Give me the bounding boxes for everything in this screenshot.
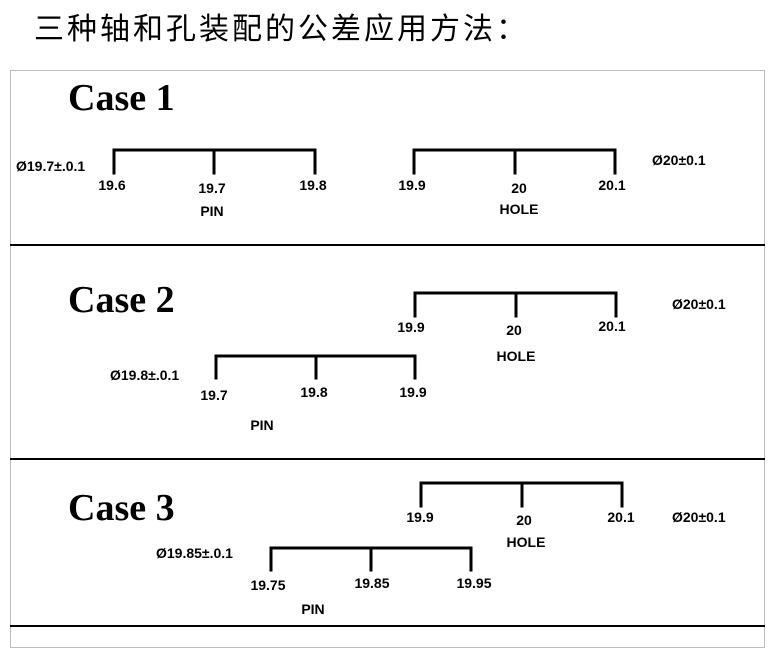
case-2-title: Case 2 — [68, 279, 175, 321]
case-2-pin-label: PIN — [250, 417, 273, 433]
case-1-hole: Ø20±0.1 19.9 20 20.1 HOLE — [398, 148, 706, 217]
case-1: Case 1 Ø19.7±.0.1 19.6 19.7 19.8 PIN Ø20… — [16, 77, 706, 219]
case-3: Case 3 Ø20±0.1 19.9 20 20.1 HOLE Ø19.85±… — [68, 481, 726, 617]
case-1-pin: Ø19.7±.0.1 19.6 19.7 19.8 PIN — [16, 148, 327, 219]
case-1-pin-tick-nom: 19.7 — [198, 180, 225, 196]
case-3-hole: Ø20±0.1 19.9 20 20.1 HOLE — [406, 481, 726, 550]
case-1-title: Case 1 — [68, 77, 175, 119]
case-3-pin: Ø19.85±.0.1 19.75 19.85 19.95 PIN — [156, 545, 492, 617]
case-1-pin-tick-high: 19.8 — [299, 177, 326, 193]
case-2-pin-tick-nom: 19.8 — [300, 384, 327, 400]
page-title: 三种轴和孔装配的公差应用方法： — [34, 12, 529, 47]
case-2-pin: Ø19.8±.0.1 19.7 19.8 19.9 PIN — [110, 354, 427, 433]
case-1-hole-tick-high: 20.1 — [598, 177, 625, 193]
case-2-hole-tick-nom: 20 — [506, 322, 522, 338]
case-1-hole-tick-nom: 20 — [511, 180, 527, 196]
case-3-pin-spec: Ø19.85±.0.1 — [156, 545, 233, 561]
case-1-hole-bracket — [412, 148, 617, 175]
case-1-hole-label: HOLE — [500, 201, 539, 217]
case-3-hole-tick-low: 19.9 — [406, 509, 433, 525]
case-2-hole-spec: Ø20±0.1 — [672, 296, 726, 312]
case-1-pin-label: PIN — [200, 203, 223, 219]
case-2-hole-bracket — [413, 291, 618, 318]
case-2-hole: Ø20±0.1 19.9 20 20.1 HOLE — [397, 291, 726, 364]
case-2-hole-tick-low: 19.9 — [397, 319, 424, 335]
case-2-hole-label: HOLE — [497, 348, 536, 364]
case-3-pin-tick-low: 19.75 — [250, 577, 285, 593]
case-1-pin-spec: Ø19.7±.0.1 — [16, 158, 85, 174]
case-3-hole-tick-high: 20.1 — [607, 509, 634, 525]
case-3-hole-spec: Ø20±0.1 — [672, 509, 726, 525]
case-3-title: Case 3 — [68, 487, 175, 529]
case-1-pin-bracket — [112, 148, 317, 175]
case-3-hole-tick-nom: 20 — [516, 512, 532, 528]
case-3-hole-bracket — [419, 481, 624, 508]
case-1-hole-tick-low: 19.9 — [398, 177, 425, 193]
diagram-frame — [10, 70, 765, 648]
case-2-pin-spec: Ø19.8±.0.1 — [110, 367, 179, 383]
case-3-pin-bracket — [269, 546, 473, 572]
case-3-hole-label: HOLE — [507, 534, 546, 550]
case-1-hole-spec: Ø20±0.1 — [652, 152, 706, 168]
case-3-pin-tick-high: 19.95 — [456, 575, 491, 591]
case-2-hole-tick-high: 20.1 — [598, 318, 625, 334]
case-3-pin-tick-nom: 19.85 — [354, 575, 389, 591]
case-2-pin-tick-high: 19.9 — [399, 384, 426, 400]
case-2-pin-bracket — [214, 354, 417, 380]
case-3-pin-label: PIN — [301, 601, 324, 617]
case-1-pin-tick-low: 19.6 — [98, 177, 125, 193]
case-2-pin-tick-low: 19.7 — [200, 387, 227, 403]
case-2: Case 2 Ø20±0.1 19.9 20 20.1 HOLE Ø19.8±.… — [68, 279, 726, 433]
